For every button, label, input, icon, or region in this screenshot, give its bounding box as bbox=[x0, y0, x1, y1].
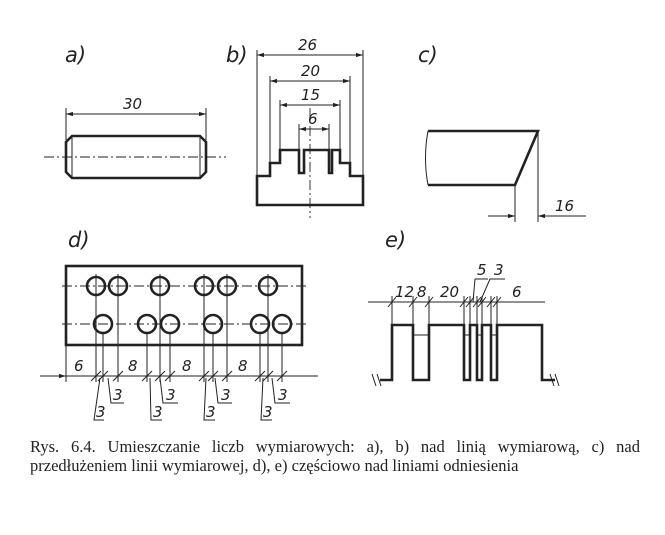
profile-section-drawing bbox=[371, 323, 560, 387]
dim-d-8a: 8 bbox=[128, 357, 138, 375]
dim-e-12: 12 bbox=[395, 283, 414, 301]
dim-c-1: 16 bbox=[555, 197, 574, 215]
panel-c-label: c) bbox=[418, 43, 438, 67]
panel-c: c) 16 bbox=[418, 43, 586, 222]
dimension-chain-d: 6 8 8 8 bbox=[40, 357, 318, 382]
dim-e-3: 3 bbox=[494, 261, 504, 279]
panel-b: b) 26 20 15 6 bbox=[226, 36, 365, 218]
dim-e-8: 8 bbox=[417, 283, 427, 301]
panel-d: d) bbox=[40, 228, 318, 421]
dimension-16: 16 bbox=[488, 132, 586, 222]
panel-a-label: a) bbox=[65, 43, 86, 67]
panel-d-label: d) bbox=[68, 228, 90, 252]
dim-d-3c: 3 bbox=[153, 403, 163, 421]
dim-e-20: 20 bbox=[440, 283, 459, 301]
dim-d-6: 6 bbox=[74, 357, 84, 375]
dim-a-1: 30 bbox=[123, 95, 142, 113]
extension-lines-e bbox=[391, 296, 498, 325]
dimension-30: 30 bbox=[65, 95, 207, 140]
dim-b-15: 15 bbox=[301, 86, 320, 104]
dim-e-6: 6 bbox=[512, 283, 522, 301]
dim-d-8b: 8 bbox=[182, 357, 192, 375]
dim-d-3g: 3 bbox=[263, 403, 273, 421]
dim-e-5: 5 bbox=[477, 261, 487, 279]
dim-d-3b: 3 bbox=[113, 386, 123, 404]
dim-d-3f: 3 bbox=[221, 386, 231, 404]
dim-b-6: 6 bbox=[308, 110, 318, 128]
dim-b-26: 26 bbox=[298, 36, 317, 54]
panel-e-label: e) bbox=[385, 228, 406, 252]
dim-b-20: 20 bbox=[301, 62, 320, 80]
chamfered-bar-drawing bbox=[425, 129, 540, 187]
figure-caption: Rys. 6.4. Umieszczanie liczb wymiarowych… bbox=[30, 437, 640, 475]
panel-a: a) 30 bbox=[44, 43, 226, 180]
dimensions-b: 26 20 15 6 bbox=[256, 36, 364, 176]
pin-drawing bbox=[44, 134, 226, 180]
dim-d-8c: 8 bbox=[238, 357, 248, 375]
leaders-d bbox=[93, 377, 290, 421]
extension-lines-d bbox=[65, 295, 283, 382]
panel-b-label: b) bbox=[226, 43, 248, 67]
dim-d-3d: 3 bbox=[166, 386, 176, 404]
perforated-plate-drawing bbox=[62, 264, 306, 347]
dim-d-3a: 3 bbox=[96, 403, 106, 421]
dim-d-3e: 3 bbox=[206, 403, 216, 421]
dim-d-3h: 3 bbox=[278, 386, 288, 404]
panel-e: e) bbox=[368, 228, 560, 387]
dimension-chain-e: 12 8 20 5 3 6 bbox=[368, 261, 545, 308]
